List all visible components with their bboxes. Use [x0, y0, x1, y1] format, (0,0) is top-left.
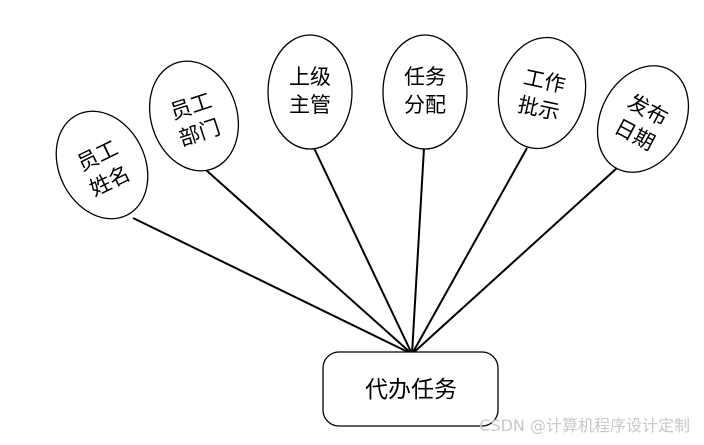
- attribute-ellipse: [55, 110, 149, 220]
- attribute-supervisor: 上级 主管: [267, 34, 353, 150]
- attribute-work-instruction: 工作 批示: [497, 36, 587, 150]
- edge-work-instruction: [411, 147, 528, 355]
- attribute-line2: 主管: [289, 93, 331, 117]
- attribute-line1: 任务: [404, 65, 446, 89]
- watermark: CSDN @计算机程序设计定制: [479, 416, 690, 435]
- attribute-ellipse: [148, 60, 240, 172]
- entity-label: 代办任务: [365, 377, 457, 403]
- attribute-ellipse: [267, 34, 353, 150]
- attribute-ellipse: [497, 36, 587, 150]
- attribute-publish-date: 发布 日期: [596, 65, 690, 173]
- attribute-employee-name: 员工 姓名: [55, 110, 149, 220]
- attribute-line1: 上级: [289, 65, 331, 89]
- edge-supervisor: [313, 147, 413, 355]
- edge-employee-dept: [205, 169, 413, 355]
- attribute-ellipse: [596, 65, 690, 173]
- attribute-task-assignment: 任务 分配: [382, 34, 468, 150]
- edge-publish-date: [411, 167, 618, 355]
- attribute-employee-dept: 员工 部门: [148, 60, 240, 172]
- edge-employee-name: [132, 217, 413, 355]
- attribute-ellipse: [382, 34, 468, 150]
- entity-box: [322, 351, 499, 427]
- edge-task-assignment: [411, 147, 425, 355]
- entity-pending-task: 代办任务: [322, 351, 499, 427]
- attribute-line2: 分配: [404, 93, 446, 117]
